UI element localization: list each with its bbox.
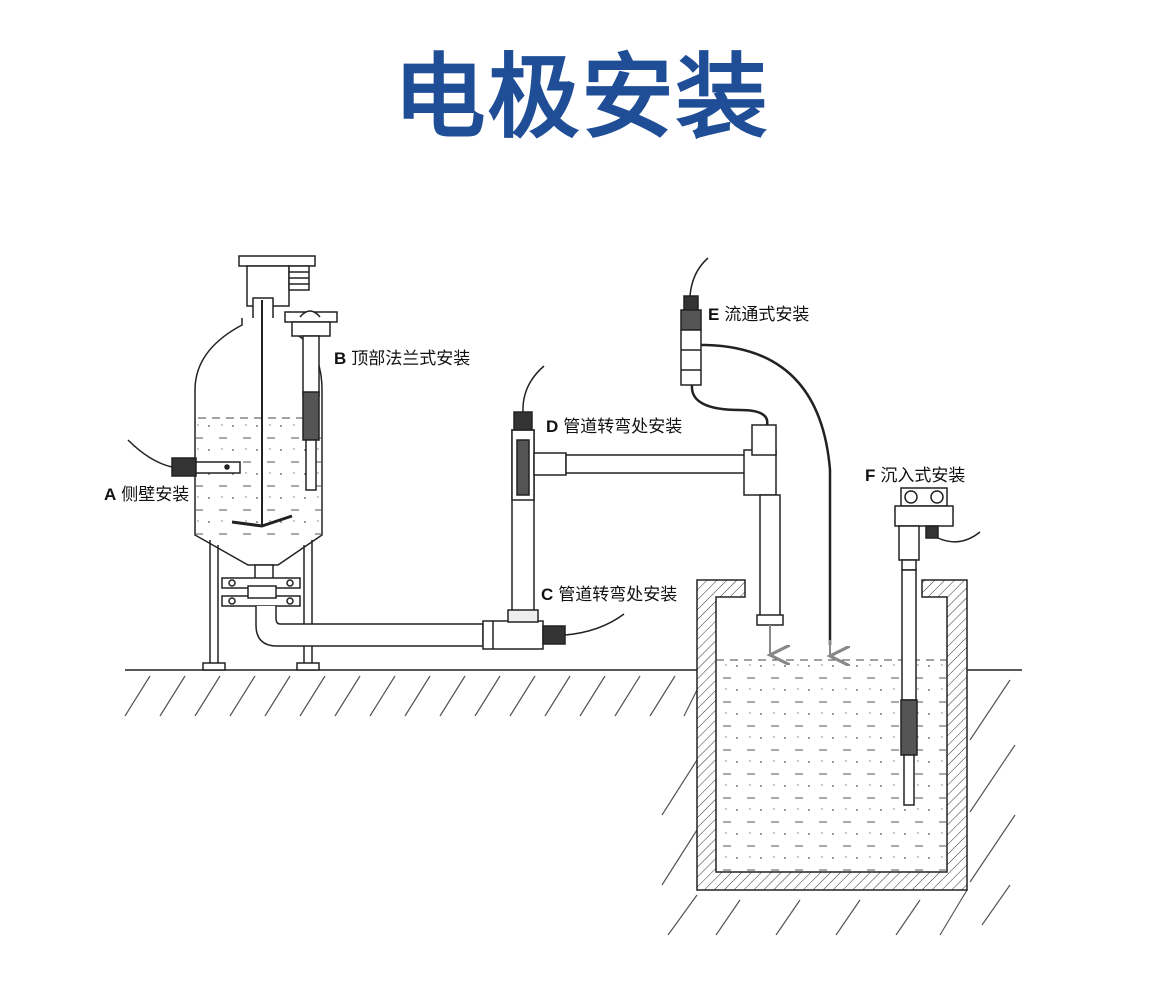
label-b: B 顶部法兰式安装	[334, 349, 470, 369]
label-e-key: E	[708, 305, 719, 324]
label-c: C 管道转弯处安装	[541, 585, 677, 605]
label-a: A 侧壁安装	[104, 485, 189, 505]
label-d-text: 管道转弯处安装	[563, 417, 682, 437]
label-a-text: 侧壁安装	[121, 485, 189, 505]
label-d-key: D	[546, 417, 558, 436]
label-f: F 沉入式安装	[865, 466, 965, 486]
label-c-key: C	[541, 585, 553, 604]
label-c-text: 管道转弯处安装	[558, 585, 677, 605]
label-d: D 管道转弯处安装	[546, 417, 682, 437]
bottom-pipe	[255, 365, 784, 650]
label-e: E 流通式安装	[708, 305, 809, 325]
flow-through-cell	[680, 257, 832, 645]
label-b-text: 顶部法兰式安装	[351, 349, 470, 369]
label-f-key: F	[865, 466, 875, 485]
reactor-vessel	[127, 255, 338, 671]
label-f-text: 沉入式安装	[880, 466, 965, 486]
flow-arrows	[770, 625, 830, 656]
immersion-sensor	[894, 487, 981, 806]
label-a-key: A	[104, 485, 116, 504]
label-e-text: 流通式安装	[724, 305, 809, 325]
label-b-key: B	[334, 349, 346, 368]
open-tank	[696, 579, 968, 891]
page-title: 电极安装	[393, 44, 770, 151]
